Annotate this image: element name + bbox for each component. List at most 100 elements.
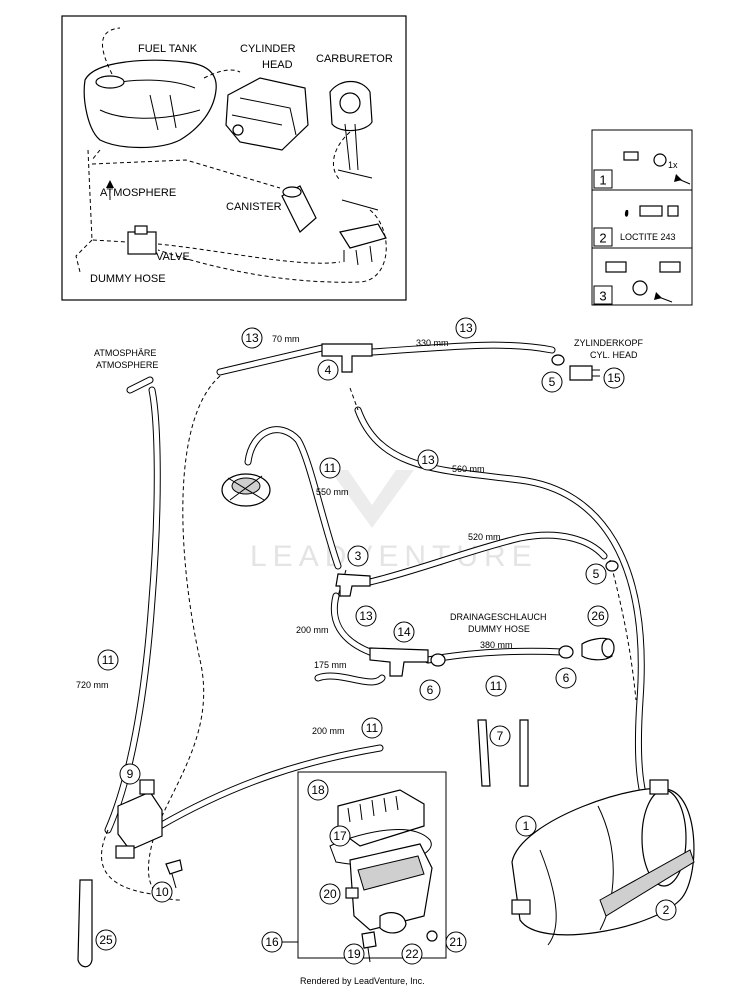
steps-frame <box>591 129 693 306</box>
dummy-hose-label: DUMMY HOSE <box>468 624 530 634</box>
watermark: LEADVENTURE <box>250 470 532 573</box>
svg-text:6: 6 <box>563 671 570 685</box>
inset-fuel-tank <box>83 59 217 149</box>
svg-text:20: 20 <box>323 887 337 901</box>
step-1: 1 1x <box>593 151 691 189</box>
clamp-5b <box>605 560 619 572</box>
canister-1 <box>511 779 695 946</box>
callout-4[interactable]: 4 <box>317 359 339 381</box>
svg-text:11: 11 <box>366 721 379 735</box>
callout-11a[interactable]: 11 <box>319 457 341 479</box>
callout-7[interactable]: 7 <box>489 725 511 747</box>
inset-valve <box>127 225 157 255</box>
svg-text:3: 3 <box>355 549 362 563</box>
inset-head-label: HEAD <box>262 59 293 71</box>
dim-70: 70 mm <box>272 334 300 344</box>
callout-3[interactable]: 3 <box>347 545 369 567</box>
svg-text:4: 4 <box>325 363 332 377</box>
valve-9 <box>115 779 163 859</box>
callout-16[interactable]: 16 <box>261 931 283 953</box>
callout-17[interactable]: 17 <box>329 825 351 847</box>
step-2-note: LOCTITE 243 <box>620 232 676 242</box>
svg-text:13: 13 <box>459 321 473 335</box>
cable-tie-7a <box>477 719 491 787</box>
callout-14[interactable]: 14 <box>393 621 415 643</box>
cable-tie-7b <box>519 719 529 787</box>
callout-6b[interactable]: 6 <box>555 667 577 689</box>
screw-10 <box>165 859 183 875</box>
zylinderkopf-label: ZYLINDERKOPF <box>574 338 644 348</box>
svg-text:5: 5 <box>549 375 556 389</box>
callout-20[interactable]: 20 <box>319 883 341 905</box>
drop-icon <box>624 210 629 217</box>
atmosphere-en-label: ATMOSPHERE <box>96 360 158 370</box>
control-unit-group <box>297 771 447 963</box>
step-1-number: 1 <box>599 173 606 188</box>
bracket-25 <box>77 879 93 968</box>
clamp-5a <box>551 354 565 366</box>
inset-schematic: FUEL TANK CYLINDER HEAD CARBURETOR ATMOS… <box>61 15 407 301</box>
inset-dummy-hose-label: DUMMY HOSE <box>90 273 166 285</box>
callout-19[interactable]: 19 <box>343 943 365 965</box>
step-3: 3 <box>593 261 681 305</box>
svg-text:13: 13 <box>245 331 259 345</box>
callout-13b[interactable]: 13 <box>455 317 477 339</box>
t-fitting-3 <box>335 573 371 597</box>
callout-5b[interactable]: 5 <box>585 563 607 585</box>
svg-text:26: 26 <box>591 609 605 623</box>
callout-6a[interactable]: 6 <box>419 679 441 701</box>
svg-text:17: 17 <box>333 829 347 843</box>
callout-11c[interactable]: 11 <box>485 675 507 697</box>
svg-text:6: 6 <box>427 683 434 697</box>
inset-valve-label: VALVE <box>156 251 190 263</box>
callout-2[interactable]: 2 <box>655 899 677 921</box>
nipple-15 <box>569 365 593 381</box>
step-2: 2 LOCTITE 243 <box>593 205 679 247</box>
callout-22[interactable]: 22 <box>401 943 423 965</box>
callout-15[interactable]: 15 <box>603 367 625 389</box>
svg-text:15: 15 <box>607 371 621 385</box>
dim-560: 560 mm <box>452 464 485 474</box>
fuel-cap <box>221 473 271 507</box>
dim-380: 380 mm <box>480 640 513 650</box>
svg-text:22: 22 <box>405 947 419 961</box>
svg-text:13: 13 <box>421 453 435 467</box>
svg-text:11: 11 <box>324 461 337 475</box>
callout-11b[interactable]: 11 <box>97 649 119 671</box>
callout-18[interactable]: 18 <box>307 779 329 801</box>
dim-520: 520 mm <box>468 532 501 542</box>
dim-200a: 200 mm <box>296 625 329 635</box>
inset-carburetor <box>329 80 387 266</box>
callout-10[interactable]: 10 <box>151 881 173 903</box>
callout-25[interactable]: 25 <box>95 929 117 951</box>
fittings <box>77 343 695 968</box>
callout-21[interactable]: 21 <box>445 931 467 953</box>
dim-175: 175 mm <box>314 660 347 670</box>
svg-text:1: 1 <box>523 819 530 833</box>
callout-13d[interactable]: 13 <box>355 605 377 627</box>
svg-text:11: 11 <box>490 679 503 693</box>
svg-text:18: 18 <box>311 783 325 797</box>
step-3-number: 3 <box>599 289 606 304</box>
svg-text:25: 25 <box>99 933 113 947</box>
cyl-head-label: CYL. HEAD <box>590 350 638 360</box>
callout-11d[interactable]: 11 <box>361 717 383 739</box>
callout-1[interactable]: 1 <box>515 815 537 837</box>
callout-5a[interactable]: 5 <box>541 371 563 393</box>
step-1-note: 1x <box>668 160 678 170</box>
callout-9[interactable]: 9 <box>119 763 141 785</box>
svg-text:11: 11 <box>102 653 115 667</box>
inset-canister-label: CANISTER <box>226 201 282 213</box>
callout-13c[interactable]: 13 <box>417 449 439 471</box>
inset-atmosphere-label: ATMOSPHERE <box>100 187 176 199</box>
footer-credit: Rendered by LeadVenture, Inc. <box>300 976 425 986</box>
svg-text:19: 19 <box>347 947 361 961</box>
atmosphaere-de-label: ATMOSPHÄRE <box>94 348 156 358</box>
hoses <box>101 341 652 901</box>
callout-26[interactable]: 26 <box>587 605 609 627</box>
svg-text:10: 10 <box>155 885 169 899</box>
callout-13a[interactable]: 13 <box>241 327 263 349</box>
dim-330: 330 mm <box>416 338 449 348</box>
